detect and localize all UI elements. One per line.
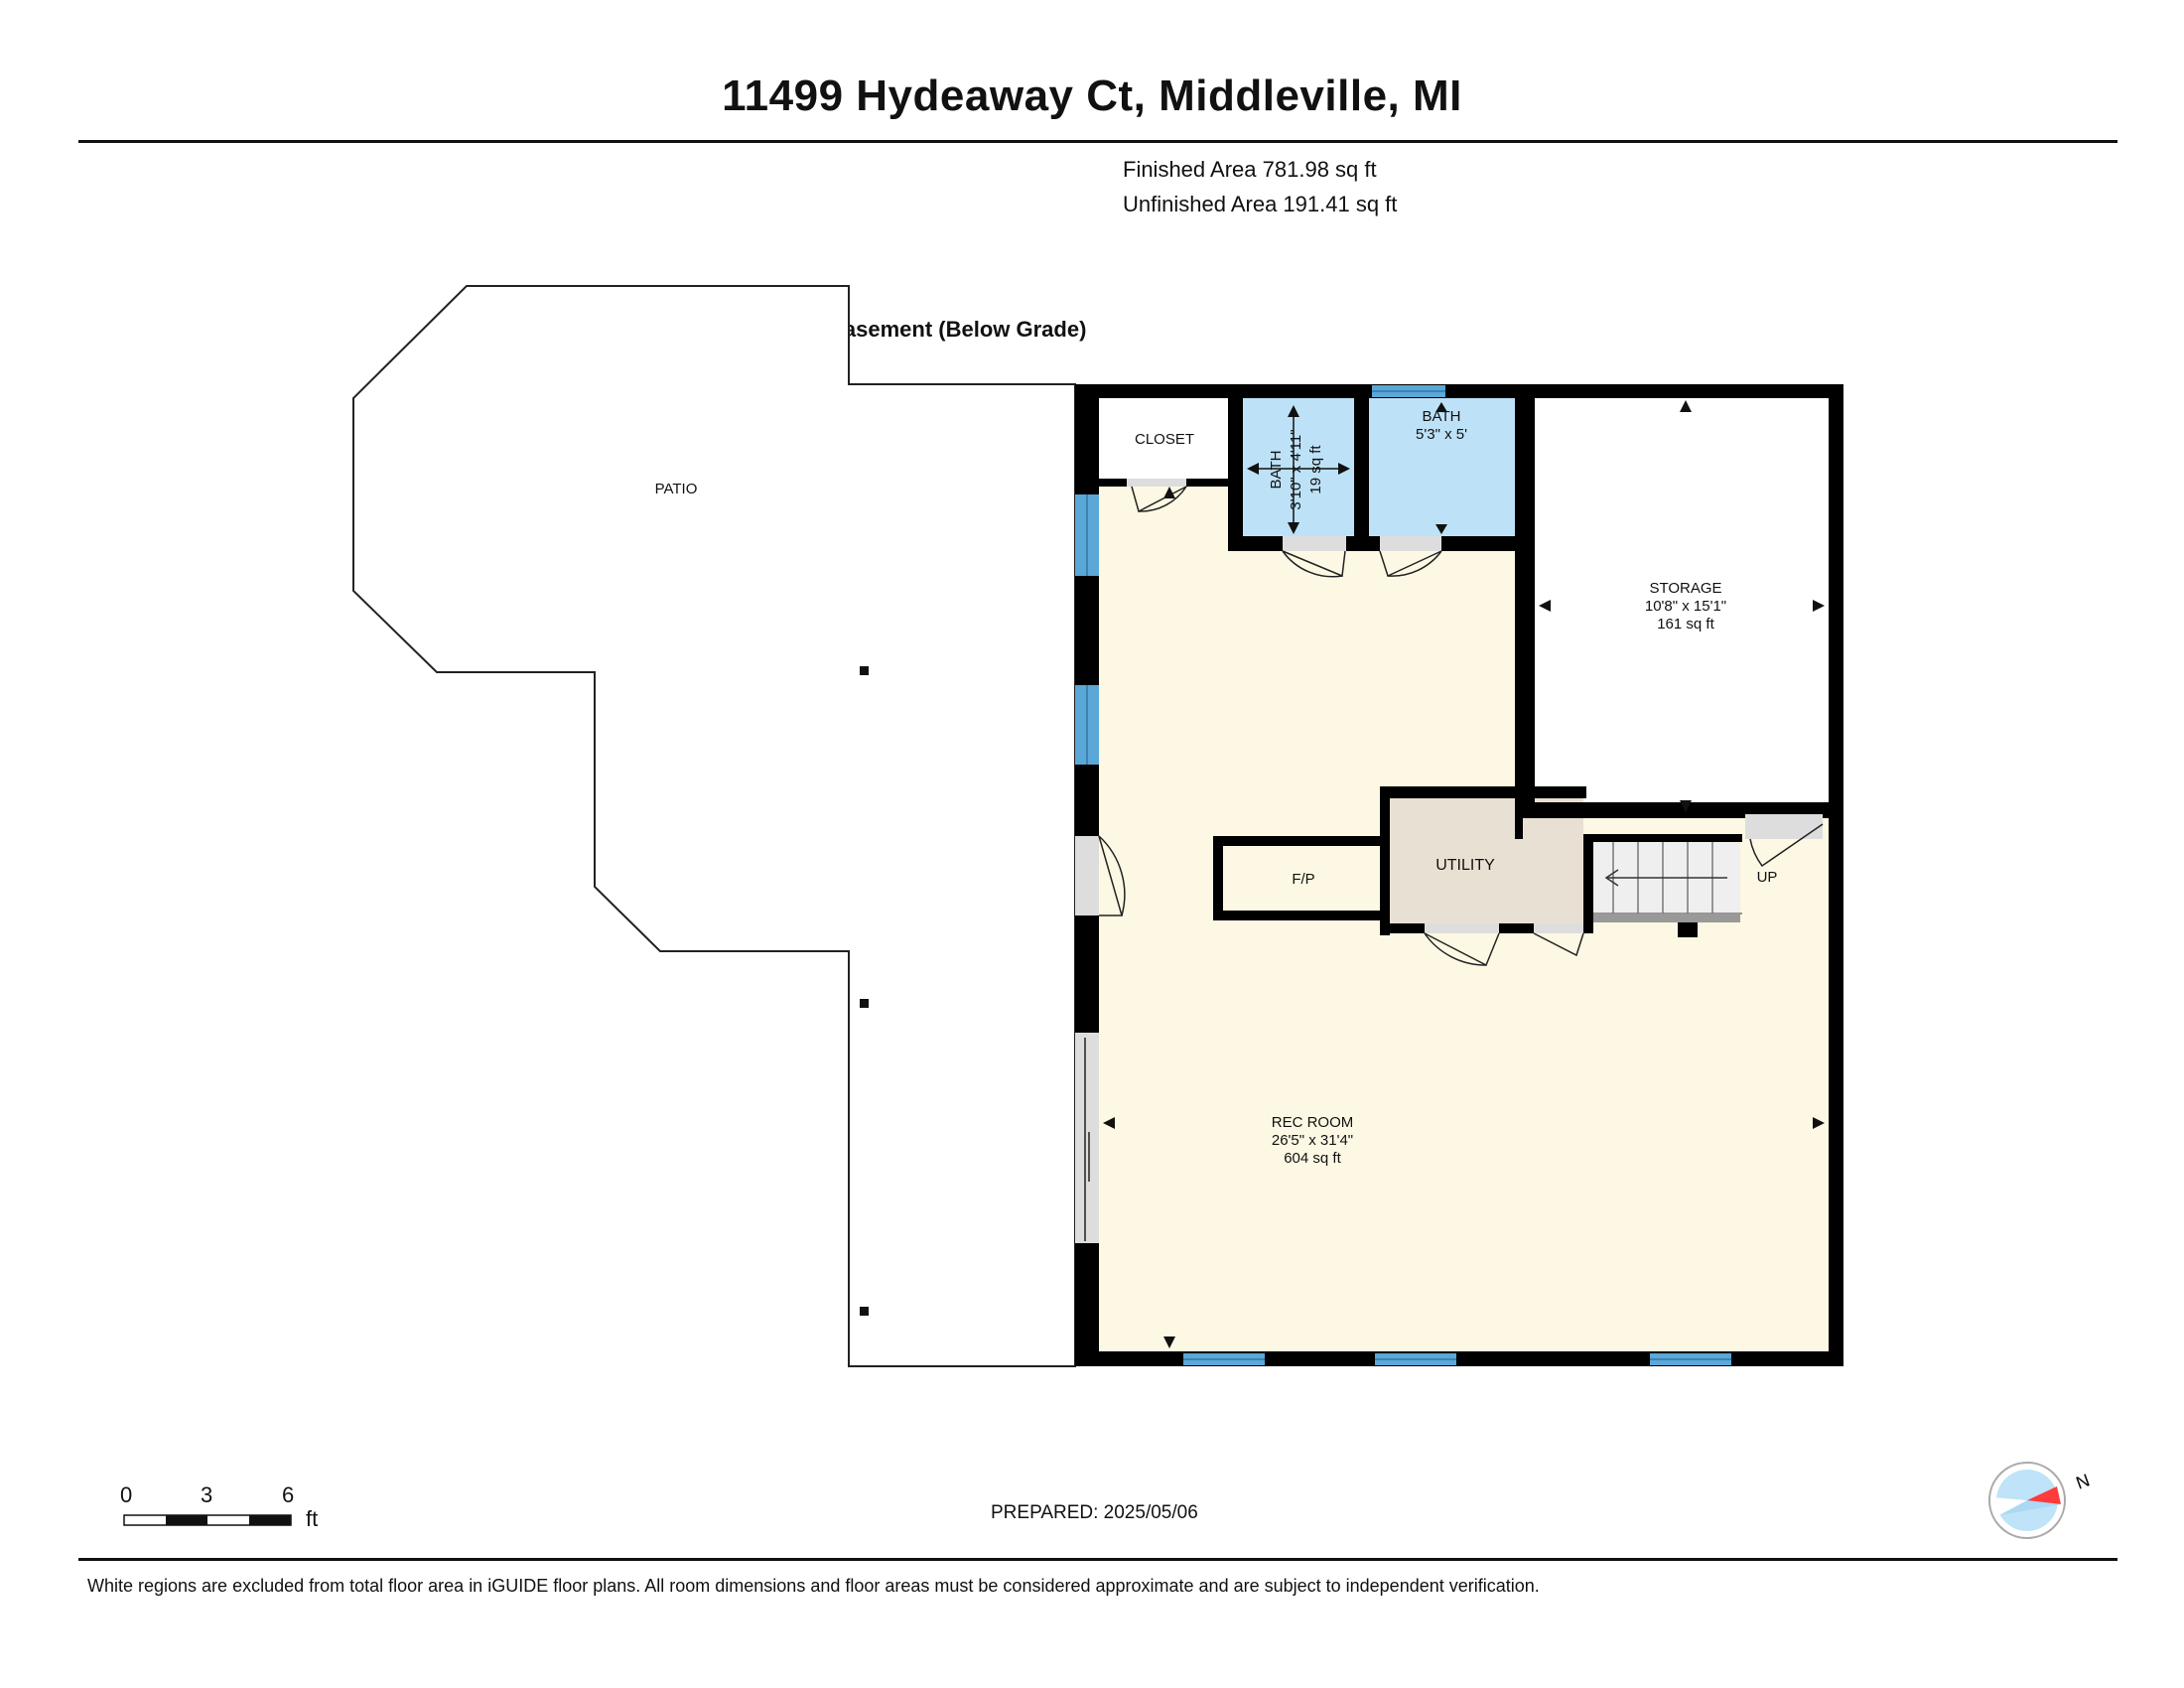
floor-label: Basement (Below Grade) <box>828 317 1087 342</box>
compass-icon: N <box>1988 1462 2093 1539</box>
patio-post <box>860 1307 869 1316</box>
patio-label: PATIO <box>655 481 698 497</box>
bath-2-floor <box>1369 397 1515 536</box>
storage-label: STORAGE <box>1649 580 1721 597</box>
bath-2-dims: 5'3" x 5' <box>1416 426 1467 443</box>
stairs-up-label: UP <box>1757 869 1778 886</box>
utility-label: UTILITY <box>1435 857 1495 874</box>
scale-unit: ft <box>306 1506 319 1531</box>
rec-room-dims: 26'5" x 31'4" <box>1272 1132 1353 1149</box>
storage-area: 161 sq ft <box>1657 616 1714 633</box>
door-openings <box>1075 479 1823 1243</box>
patio-post <box>860 999 869 1008</box>
finished-area: Finished Area 781.98 sq ft <box>1123 157 1377 182</box>
door-swings <box>1084 486 1824 1241</box>
footer-divider <box>78 1558 2117 1561</box>
scale-label-0: 0 <box>120 1482 133 1507</box>
rec-room-label: REC ROOM <box>1272 1114 1354 1131</box>
stair-landing <box>1593 914 1740 922</box>
window-lines <box>1086 390 1731 1360</box>
rec-room-area: 604 sq ft <box>1284 1150 1341 1167</box>
patio-outline <box>352 285 1076 1367</box>
scale-label-3: 3 <box>201 1482 213 1507</box>
scale-label-6: 6 <box>282 1482 295 1507</box>
utility-floor <box>1388 798 1583 923</box>
bath-1-floor <box>1243 397 1354 536</box>
bath-2-label: BATH <box>1423 408 1461 425</box>
storage-floor <box>1535 397 1829 816</box>
unfinished-area: Unfinished Area 191.41 sq ft <box>1123 192 1398 216</box>
bath-1-dims: 3'10" x 4'11" <box>1288 429 1304 509</box>
bath-1-dim-lines <box>1259 417 1338 522</box>
title-divider <box>78 140 2117 143</box>
patio-post <box>860 666 869 675</box>
fireplace-label: F/P <box>1292 871 1314 888</box>
closet-label: CLOSET <box>1135 431 1194 448</box>
bath-1-area: 19 sq ft <box>1307 445 1324 494</box>
compass-north-label: N <box>2074 1471 2093 1493</box>
closet-floor <box>1099 397 1228 479</box>
disclaimer: White regions are excluded from total fl… <box>87 1576 1540 1596</box>
page-title: 11499 Hydeaway Ct, Middleville, MI <box>722 71 1462 120</box>
dimension-arrows <box>1103 400 1825 1348</box>
stairs <box>1593 839 1740 922</box>
scale-bar <box>123 1514 292 1526</box>
prepared-date: PREPARED: 2025/05/06 <box>991 1502 1198 1523</box>
storage-dims: 10'8" x 15'1" <box>1645 598 1726 615</box>
bath-1-label: BATH <box>1268 451 1285 490</box>
stair-arrow <box>1604 869 1727 887</box>
